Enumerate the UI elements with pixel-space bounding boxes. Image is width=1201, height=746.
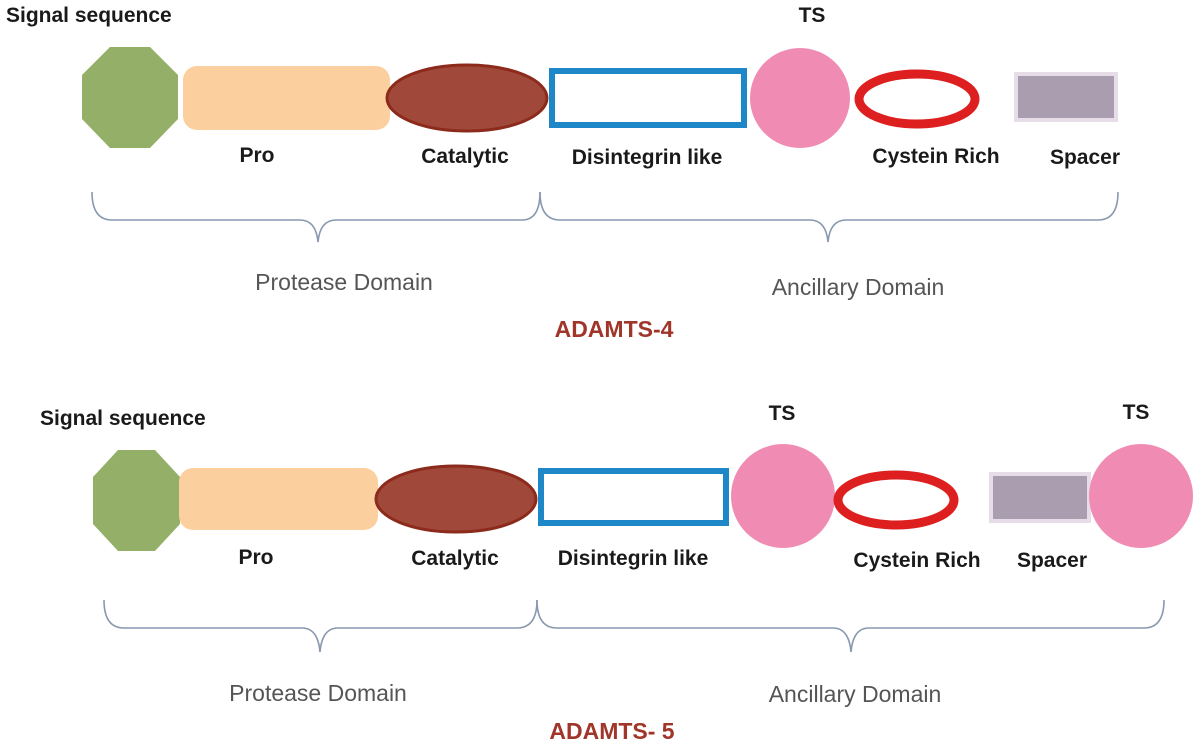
adamts5-ancillary-bracket: [536, 599, 1165, 653]
adamts4-ts-circle: [750, 48, 850, 148]
adamts5-brackets: [103, 599, 1165, 653]
adamts5-spacer-rect: [989, 472, 1091, 523]
adamts5-ancillary-domain-label: Ancillary Domain: [768, 681, 942, 707]
adamts4-protease-bracket: [91, 191, 541, 243]
adamts4-disintegrin-rect: [549, 68, 747, 128]
adamts5-protease-domain-label: Protease Domain: [229, 680, 407, 706]
adamts4-title: ADAMTS-4: [554, 316, 674, 342]
adamts5-cystein-ring: [833, 470, 959, 530]
adamts5-catalytic-ellipse: [374, 464, 538, 534]
adamts4-spacer-rect: [1014, 72, 1118, 122]
adamts5-spacer-label: Spacer: [1016, 549, 1088, 572]
adamts4-brackets: [91, 191, 1119, 243]
adamts4-catalytic-label: Catalytic: [421, 145, 509, 168]
adamts4-ancillary-bracket: [539, 191, 1119, 243]
adamts5-ts1-label: TS: [768, 402, 796, 425]
adamts5-signal-octagon: [93, 450, 180, 551]
adamts5-cystein-label: Cystein Rich: [853, 549, 981, 572]
adamts4-signal-label: Signal sequence: [6, 4, 172, 27]
adamts5-ts2-label: TS: [1122, 401, 1150, 424]
adamts5-domains: [93, 444, 1193, 551]
adamts4-protease-domain-label: Protease Domain: [255, 269, 433, 295]
adamts5-disintegrin-rect: [538, 468, 729, 526]
adamts5-title: ADAMTS- 5: [549, 718, 675, 744]
adamts5-ts1-circle: [731, 444, 835, 548]
adamts4-cystein-ring: [854, 69, 980, 129]
adamts5-ts2-circle: [1089, 444, 1193, 548]
adamts5-pro-label: Pro: [238, 546, 274, 569]
adamts4-ts-label: TS: [798, 4, 826, 27]
adamts4-cystein-label: Cystein Rich: [872, 145, 1000, 168]
adamts4-catalytic-ellipse: [385, 63, 549, 133]
adamts5-catalytic-label: Catalytic: [411, 547, 499, 570]
adamts5-signal-label: Signal sequence: [40, 407, 206, 430]
adamts5-protease-bracket: [103, 599, 538, 653]
adamts4-signal-octagon: [82, 47, 178, 148]
adamts4-ancillary-domain-label: Ancillary Domain: [771, 274, 945, 300]
adamts5-pro-rect: [179, 468, 378, 530]
adamts4-spacer-label: Spacer: [1049, 146, 1121, 169]
adamts4-pro-rect: [183, 66, 390, 130]
adamts5-disintegrin-label: Disintegrin like: [557, 547, 709, 570]
adamts4-pro-label: Pro: [239, 144, 275, 167]
adamts4-domains: [82, 47, 1118, 148]
adamts4-disintegrin-label: Disintegrin like: [571, 146, 723, 169]
